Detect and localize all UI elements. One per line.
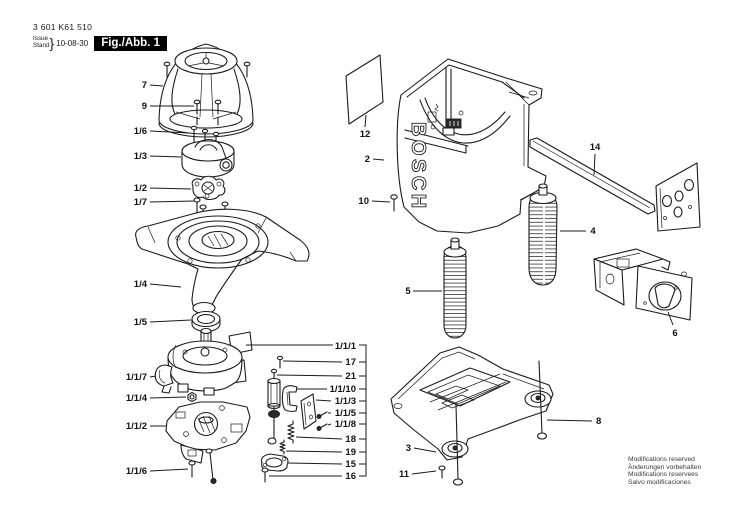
callout-9: 9 xyxy=(142,101,147,112)
part-screws-1-1-6 xyxy=(188,448,217,485)
callout-8: 8 xyxy=(596,416,601,427)
leader-lines-right xyxy=(364,114,674,475)
note-line-fr: Modifications reservees xyxy=(628,471,699,479)
part-target-strip xyxy=(529,137,701,232)
callout-1-1-8: 1/1/8 xyxy=(335,419,356,430)
part-spring-18 xyxy=(287,420,295,444)
callout-21: 21 xyxy=(345,371,356,382)
callout-1-4: 1/4 xyxy=(134,279,148,290)
callout-1-1-4: 1/1/4 xyxy=(126,393,148,404)
modifications-note: Modifications reserved Änderungen vorbeh… xyxy=(628,456,701,486)
part-chassis-plate xyxy=(165,401,251,464)
part-grip-4 xyxy=(528,183,558,286)
callout-1-1-10: 1/1/10 xyxy=(330,384,356,395)
part-screws-1-6 xyxy=(190,125,220,151)
callout-1-2: 1/2 xyxy=(134,183,147,194)
part-grip-5 xyxy=(443,237,467,339)
callout-10: 10 xyxy=(358,196,369,207)
callout-1-6: 1/6 xyxy=(134,126,147,137)
part-nut xyxy=(187,391,197,403)
part-housing: BOSCH xyxy=(396,58,547,234)
part-laser-cap xyxy=(181,138,235,178)
note-line-es: Salvo modificaciones xyxy=(628,478,691,486)
callout-1-3: 1/3 xyxy=(134,151,147,162)
note-line-en: Modifications reserved xyxy=(628,456,695,463)
part-bearing-ring xyxy=(191,310,221,333)
callout-1-1-6: 1/1/6 xyxy=(126,466,147,477)
callout-15: 15 xyxy=(345,459,356,470)
callout-7: 7 xyxy=(142,80,147,91)
part-screw-1-1-5 xyxy=(316,411,328,419)
callout-4: 4 xyxy=(590,226,596,237)
part-curved-bracket xyxy=(154,364,174,394)
part-spring-19 xyxy=(279,439,286,455)
part-screw-11 xyxy=(438,465,446,479)
leader-lines-middle xyxy=(246,344,367,477)
part-number: 3 601 K61 510 xyxy=(33,22,93,32)
part-screw-1-1-8 xyxy=(316,423,328,431)
part-screw-10 xyxy=(390,194,398,212)
part-plunger-21 xyxy=(267,368,281,445)
part-gimbal-bracket xyxy=(191,175,226,200)
part-battery-box xyxy=(593,248,693,321)
callout-labels: 7 9 1/6 1/3 1/2 1/7 1/4 1/5 1/1/7 1/1/4 … xyxy=(126,80,678,482)
note-line-de: Änderungen vorbehalten xyxy=(628,463,702,471)
callout-1-1-3: 1/1/3 xyxy=(335,396,356,407)
part-motor-assembly xyxy=(167,327,253,396)
callout-16: 16 xyxy=(345,471,356,482)
part-clip-1-1-10 xyxy=(281,385,298,412)
callout-1-1-5: 1/1/5 xyxy=(335,408,357,419)
leader-lines-left xyxy=(149,84,195,472)
callout-12: 12 xyxy=(360,129,371,140)
title-block: 3 601 K61 510 Issue Stand } 10-08-30 Fig… xyxy=(33,22,167,51)
part-screw-16 xyxy=(261,467,269,483)
part-plate-1-1-3 xyxy=(300,393,317,430)
callout-14: 14 xyxy=(590,142,601,153)
group-bracket xyxy=(359,344,367,477)
callout-1-1-1: 1/1/1 xyxy=(335,341,357,352)
callout-2: 2 xyxy=(365,154,370,165)
callout-6: 6 xyxy=(672,328,677,339)
issue-label: Issue xyxy=(33,35,49,43)
callout-19: 19 xyxy=(345,447,356,458)
figure-label: Fig./Abb. 1 xyxy=(94,35,167,51)
issue-stand-labels: Issue Stand xyxy=(33,35,50,50)
part-foil-sheet xyxy=(345,54,384,125)
callout-3: 3 xyxy=(406,443,411,454)
callout-18: 18 xyxy=(345,434,356,445)
part-base-casting xyxy=(135,208,310,315)
issue-date: 10-08-30 xyxy=(56,38,89,48)
part-gasket-15 xyxy=(260,453,289,472)
part-screw-17 xyxy=(276,355,284,369)
callout-1-1-7: 1/1/7 xyxy=(126,372,147,383)
callout-11: 11 xyxy=(399,469,410,480)
callout-5: 5 xyxy=(405,286,411,297)
dome-screws xyxy=(163,61,251,126)
callout-1-1-2: 1/1/2 xyxy=(126,421,147,432)
part-dome-cage xyxy=(158,43,254,138)
callout-1-7: 1/7 xyxy=(134,197,147,208)
callout-17: 17 xyxy=(345,357,356,368)
brace-glyph: } xyxy=(49,35,55,51)
callout-1-5: 1/5 xyxy=(134,317,148,328)
bosch-logo: BOSCH xyxy=(407,122,429,212)
part-bottom-base xyxy=(390,346,554,486)
stand-label: Stand xyxy=(33,42,50,49)
